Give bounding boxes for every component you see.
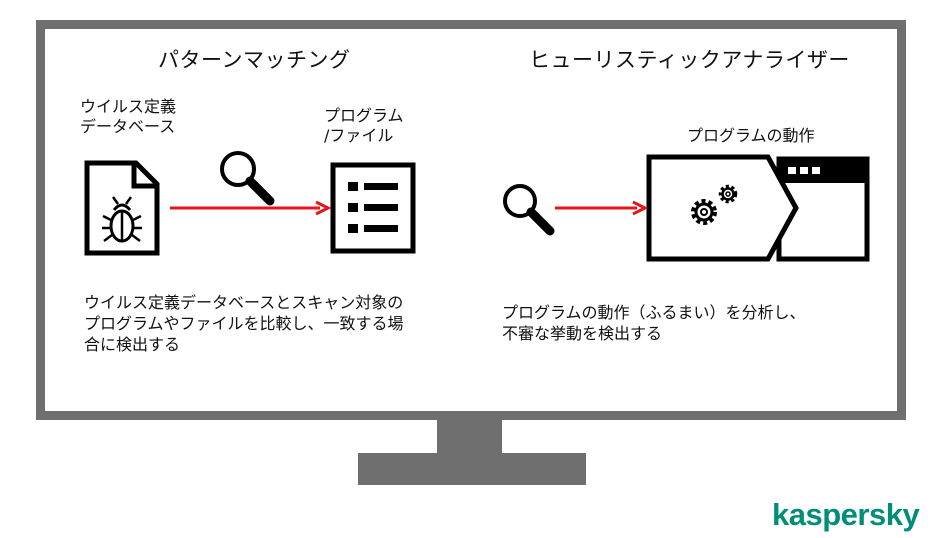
bug-icon [102,196,142,243]
kaspersky-logo: kaspersky [772,497,920,532]
heuristic-analyzer-description: プログラムの動作（ふるまい）を分析し、 不審な挙動を検出する [502,303,806,343]
monitor-stand-base [358,453,586,485]
pattern-matching-heading: パターンマッチング [158,48,351,72]
gear-icon [691,199,717,225]
pattern-matching-description: ウイルス定義データベースとスキャン対象の プログラムやファイルを比較し、一致する… [84,293,404,354]
list-icon [330,162,416,254]
virus-db-label: ウイルス定義 データベース [80,97,177,136]
left-arrow [170,200,332,216]
program-behavior-label: プログラムの動作 [687,126,815,145]
magnifier-icon [503,184,555,236]
heuristic-analyzer-heading: ヒューリスティックアナライザー [529,48,850,72]
behavior-analysis-panel [646,154,799,262]
magnifier-icon [220,151,275,206]
virus-db-document-icon [84,160,160,256]
gear-icon-small [718,184,738,204]
right-arrow [555,200,649,216]
program-file-label: プログラム /ファイル [324,106,404,145]
monitor-stand-neck [437,420,502,453]
